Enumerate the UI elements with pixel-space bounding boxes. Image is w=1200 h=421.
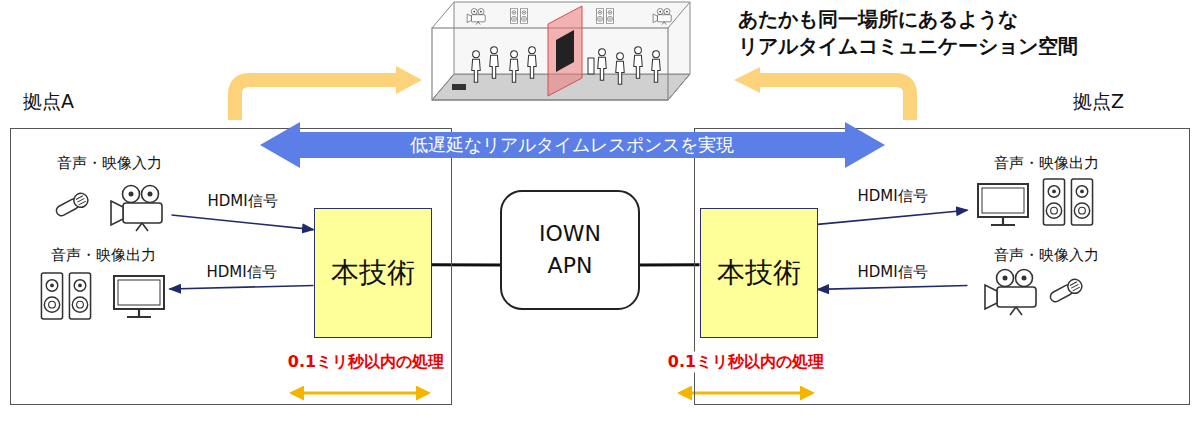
shared-space-illustration <box>510 8 517 23</box>
device-icons <box>69 273 90 319</box>
shared-space-illustration <box>606 8 613 23</box>
site-heading: 拠点Z <box>1073 89 1124 115</box>
signal-arrow <box>818 210 968 224</box>
device-icons <box>114 276 164 317</box>
network-link <box>432 263 501 266</box>
shared-space-illustration <box>598 49 607 80</box>
shared-space-illustration <box>596 8 603 23</box>
edge-label: HDMI信号 <box>203 263 279 282</box>
node-text: 音声・映像入力 <box>994 246 1099 265</box>
io-group: 音声・映像入力 <box>968 242 1126 322</box>
shared-space-illustration <box>556 30 574 72</box>
span-arrow <box>292 393 812 394</box>
shared-space-illustration <box>652 51 661 82</box>
edge-label: HDMI信号 <box>854 263 930 282</box>
site-heading: 拠点A <box>23 89 74 115</box>
curved-arrow <box>235 80 398 120</box>
curved-arrow <box>235 66 910 120</box>
device-icons <box>1043 179 1064 225</box>
shared-space-illustration <box>467 9 485 25</box>
shared-space-illustration <box>452 84 466 90</box>
node-text: 本技術 <box>331 254 415 292</box>
device-icons <box>978 184 1028 225</box>
shared-space-illustration <box>588 58 594 74</box>
band-label: 低遅延なリアルタイムレスポンスを実現 <box>410 133 734 157</box>
device-icons <box>41 273 62 319</box>
curved-arrow <box>396 66 422 94</box>
signal-arrow <box>818 286 968 290</box>
io-group: 音声・映像出力 <box>968 150 1126 232</box>
node-text: IOWN APN <box>530 218 610 282</box>
span-arrow <box>680 392 812 395</box>
shared-space-illustration <box>548 6 582 96</box>
shared-space-illustration <box>432 2 690 100</box>
shared-space-illustration <box>616 53 625 84</box>
shared-space-illustration <box>432 2 690 100</box>
timing-note: 0.1ミリ秒以内の処理 <box>285 352 447 373</box>
node-text: 音声・映像出力 <box>994 154 1099 173</box>
timing-note: 0.1ミリ秒以内の処理 <box>665 352 827 373</box>
device-icons <box>1048 277 1085 305</box>
network-box: IOWN APN <box>500 190 640 310</box>
edge-label: HDMI信号 <box>854 187 930 206</box>
shared-space-illustration <box>490 47 499 78</box>
device-icons <box>985 270 1036 316</box>
device-icons <box>1071 179 1092 225</box>
io-group: 音声・映像入力 <box>48 150 172 234</box>
process-box: 本技術 <box>314 208 432 338</box>
node-text: 音声・映像出力 <box>51 246 156 265</box>
caption-note: あたかも同一場所にあるような リアルタイムコミュニケーション空間 <box>738 6 1118 60</box>
device-icons <box>54 191 91 219</box>
shared-space-illustration <box>528 47 537 78</box>
curved-arrow <box>734 67 760 93</box>
edge-label: HDMI信号 <box>204 192 280 211</box>
signal-arrow <box>172 215 314 230</box>
io-group: 音声・映像出力 <box>38 242 170 324</box>
process-box: 本技術 <box>700 208 818 338</box>
network-link <box>640 263 700 266</box>
signal-arrow <box>170 286 314 290</box>
node-text: 音声・映像入力 <box>57 154 162 173</box>
device-icons <box>111 186 162 232</box>
shared-space-illustration <box>634 47 643 78</box>
shared-space-illustration <box>472 51 481 82</box>
device-icons <box>41 179 1092 319</box>
shared-space-illustration <box>653 9 671 25</box>
shared-space-illustration <box>510 51 519 82</box>
node-text: 本技術 <box>717 254 801 292</box>
shared-space-illustration <box>520 8 527 23</box>
span-arrow <box>292 392 428 395</box>
curved-arrow <box>758 80 910 120</box>
latency-band-arrow <box>260 122 885 168</box>
